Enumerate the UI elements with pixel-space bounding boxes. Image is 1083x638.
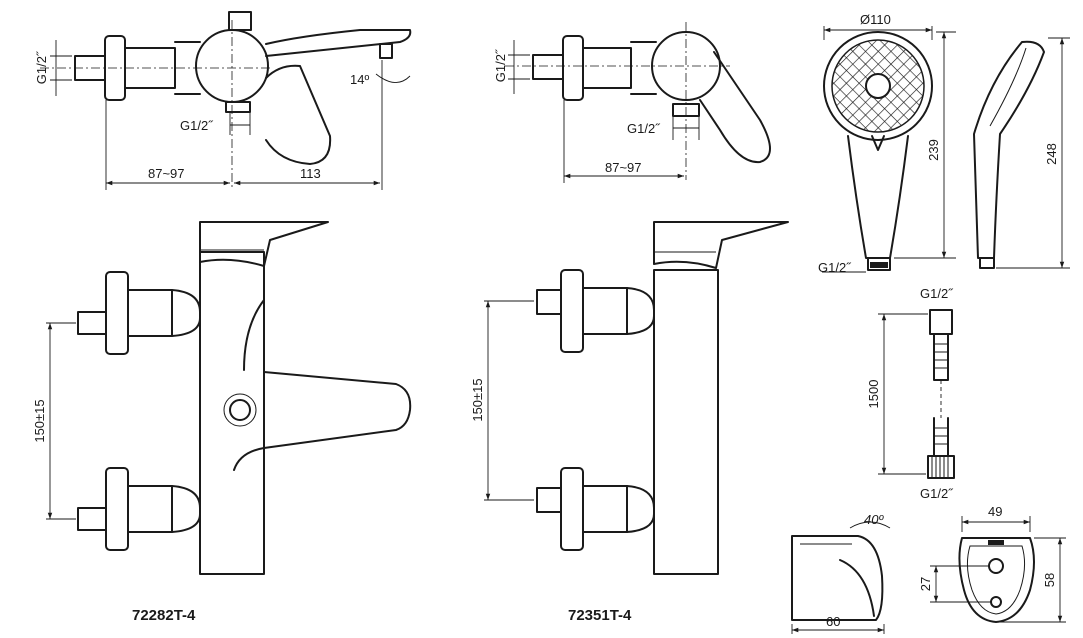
bracket-side-view: 60 40º: [791, 512, 891, 634]
bracket-front-view: 49 27 58: [918, 504, 1066, 623]
dim-1500: 1500: [866, 380, 881, 409]
shower-hose: 1500 G1/2˝ G1/2˝: [866, 286, 955, 501]
dim-58: 58: [1042, 573, 1057, 587]
thread-label-5: G1/2˝: [818, 260, 852, 275]
dim-27: 27: [918, 577, 933, 591]
dim-87-97-left: 87~97: [148, 166, 185, 181]
thread-label-6: G1/2˝: [920, 286, 954, 301]
model-label-72282: 72282T-4: [132, 607, 196, 624]
thread-label-3: G1/2˝: [493, 48, 508, 82]
dim-60: 60: [826, 614, 840, 629]
dim-239: 239: [926, 139, 941, 161]
hand-shower-side-view: 248: [973, 37, 1070, 269]
dim-113: 113: [300, 166, 321, 181]
mixer-72351-side-view: G1/2˝ G1/2˝ 87~97: [493, 22, 771, 183]
angle-14: 14º: [350, 72, 369, 87]
dim-87-97-right: 87~97: [605, 160, 642, 175]
model-label-72351: 72351T-4: [568, 607, 632, 624]
angle-40: 40º: [864, 512, 884, 527]
mixer-72351-front-view: 150±15: [470, 221, 789, 575]
mixer-72282-side-view: G1/2˝ G1/2˝ 87~97 113 14º: [34, 11, 412, 190]
dim-248: 248: [1044, 143, 1059, 165]
hand-shower-front-view: Ø110 239 G1/2˝: [818, 12, 956, 275]
dim-49: 49: [988, 504, 1002, 519]
thread-label-1: G1/2˝: [34, 50, 49, 84]
dim-110: Ø110: [860, 12, 891, 27]
dim-150-left: 150±15: [32, 399, 47, 442]
mixer-72282-front-view: 150±15: [32, 221, 412, 575]
thread-label-4: G1/2˝: [627, 121, 661, 136]
thread-label-7: G1/2˝: [920, 486, 954, 501]
thread-label-2: G1/2˝: [180, 118, 214, 133]
dim-150-right: 150±15: [470, 378, 485, 421]
